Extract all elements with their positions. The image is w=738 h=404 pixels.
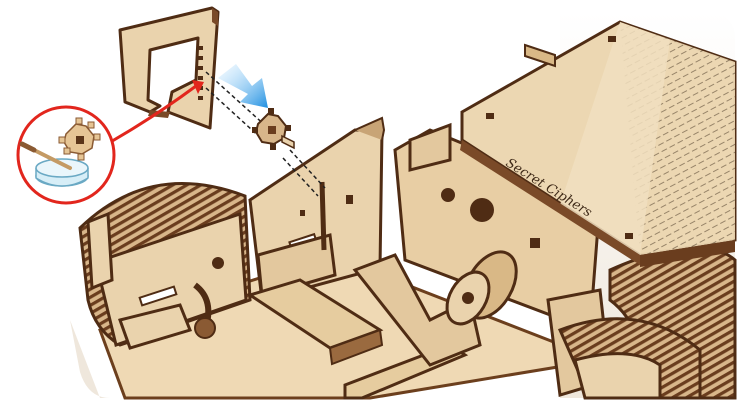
- exploded-side-panel: [120, 8, 218, 128]
- arrow-down-right-icon: [218, 64, 268, 108]
- gear-icon: [252, 108, 294, 150]
